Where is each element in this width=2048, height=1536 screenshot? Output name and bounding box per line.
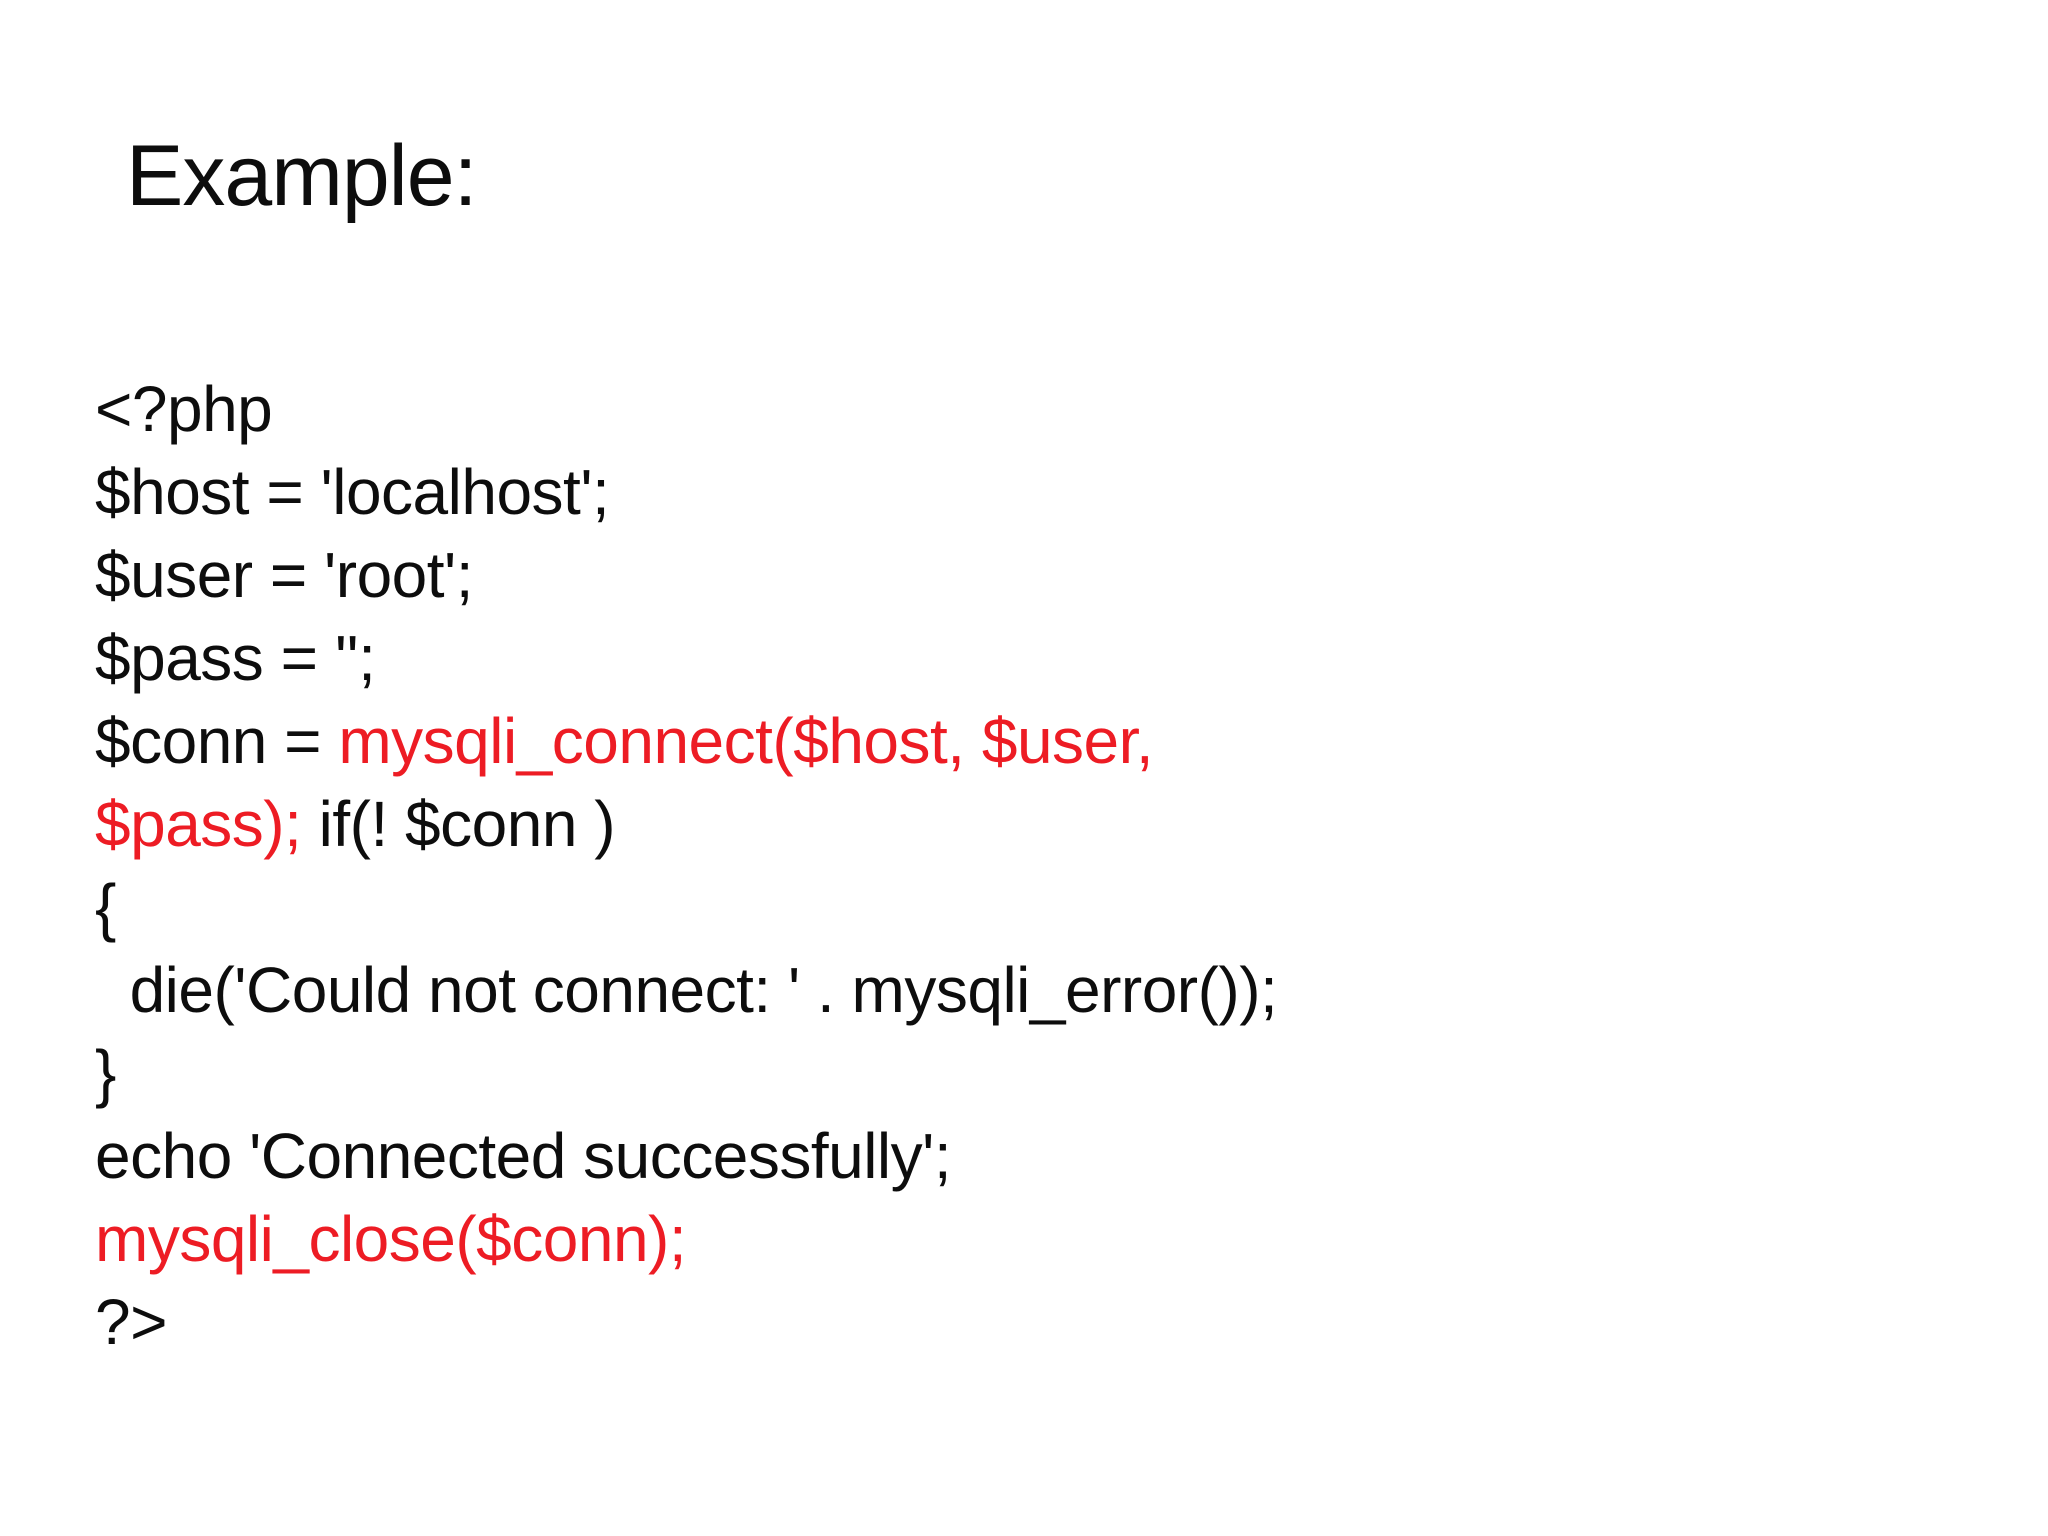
code-line: $pass = ''; [95, 617, 1277, 700]
code-line: <?php [95, 368, 1277, 451]
code-line: mysqli_close($conn); [95, 1198, 1277, 1281]
code-segment: $user = 'root'; [95, 539, 474, 611]
code-line: echo 'Connected successfully'; [95, 1115, 1277, 1198]
code-segment-highlighted: $pass); [95, 788, 319, 860]
code-segment-highlighted: mysqli_close($conn); [95, 1203, 687, 1275]
code-line: ?> [95, 1281, 1277, 1364]
code-segment: <?php [95, 373, 273, 445]
code-segment: if(! $conn ) [318, 788, 616, 860]
code-segment: $conn = [95, 705, 339, 777]
code-segment-highlighted: mysqli_connect($host, $user, [338, 705, 1154, 777]
code-segment: die('Could not connect: ' . mysqli_error… [95, 954, 1278, 1026]
code-line: die('Could not connect: ' . mysqli_error… [95, 949, 1278, 1032]
code-segment: ?> [95, 1286, 167, 1358]
code-segment: { [95, 871, 116, 943]
code-segment: echo 'Connected successfully'; [95, 1120, 952, 1192]
code-line: $user = 'root'; [95, 534, 1277, 617]
code-line: { [95, 866, 1277, 949]
php-code-block: <?php $host = 'localhost'; $user = 'root';… [95, 368, 1278, 1364]
slide-title: Example: [126, 128, 477, 224]
code-segment: } [95, 1037, 116, 1109]
code-line: $pass); if(! $conn ) [95, 783, 1277, 866]
code-segment: $host = 'localhost'; [95, 456, 610, 528]
code-line: $host = 'localhost'; [95, 451, 1277, 534]
code-line: $conn = mysqli_connect($host, $user, [95, 700, 1277, 783]
code-line: } [95, 1032, 1277, 1115]
code-segment: $pass = ''; [95, 622, 376, 694]
